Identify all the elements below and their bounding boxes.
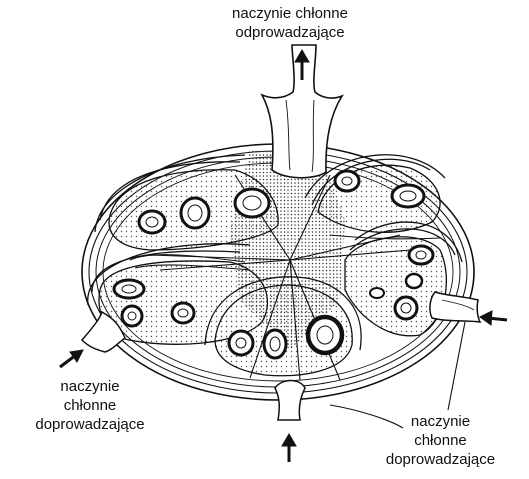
label-line: doprowadzające (358, 450, 523, 469)
label-line: odprowadzające (190, 23, 390, 42)
afferent-vessel-bottom (275, 381, 305, 421)
arrow-up-icon (282, 434, 296, 462)
label-line: naczynie (358, 412, 523, 431)
arrow-left-icon (480, 311, 507, 325)
label-line: chłonne (10, 396, 170, 415)
follicle (370, 288, 384, 298)
label-afferent-vessel-right: naczynie chłonne doprowadzające (358, 412, 523, 469)
label-afferent-vessel-left: naczynie chłonne doprowadzające (10, 377, 170, 434)
label-line: doprowadzające (10, 415, 170, 434)
label-line: naczynie (10, 377, 170, 396)
arrow-right-icon (60, 350, 83, 367)
follicle (406, 274, 422, 288)
label-efferent-vessel: naczynie chłonne odprowadzające (190, 4, 390, 42)
afferent-vessel-right (430, 292, 480, 322)
label-line: chłonne (358, 431, 523, 450)
label-line: naczynie chłonne (190, 4, 390, 23)
